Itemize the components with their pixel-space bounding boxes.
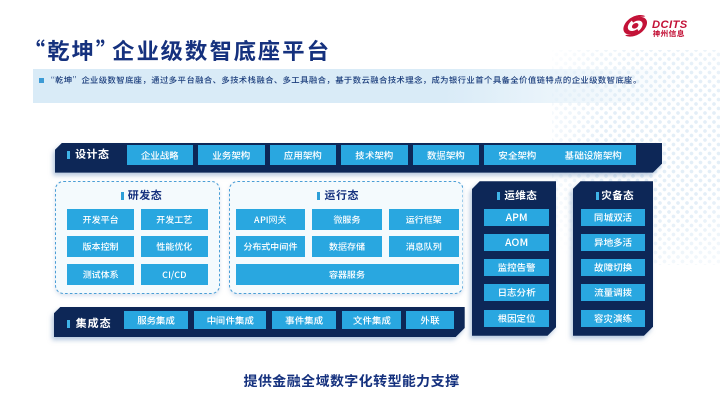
svg-text:DCITS: DCITS bbox=[652, 19, 688, 31]
svg-text:神州信息: 神州信息 bbox=[653, 28, 685, 39]
